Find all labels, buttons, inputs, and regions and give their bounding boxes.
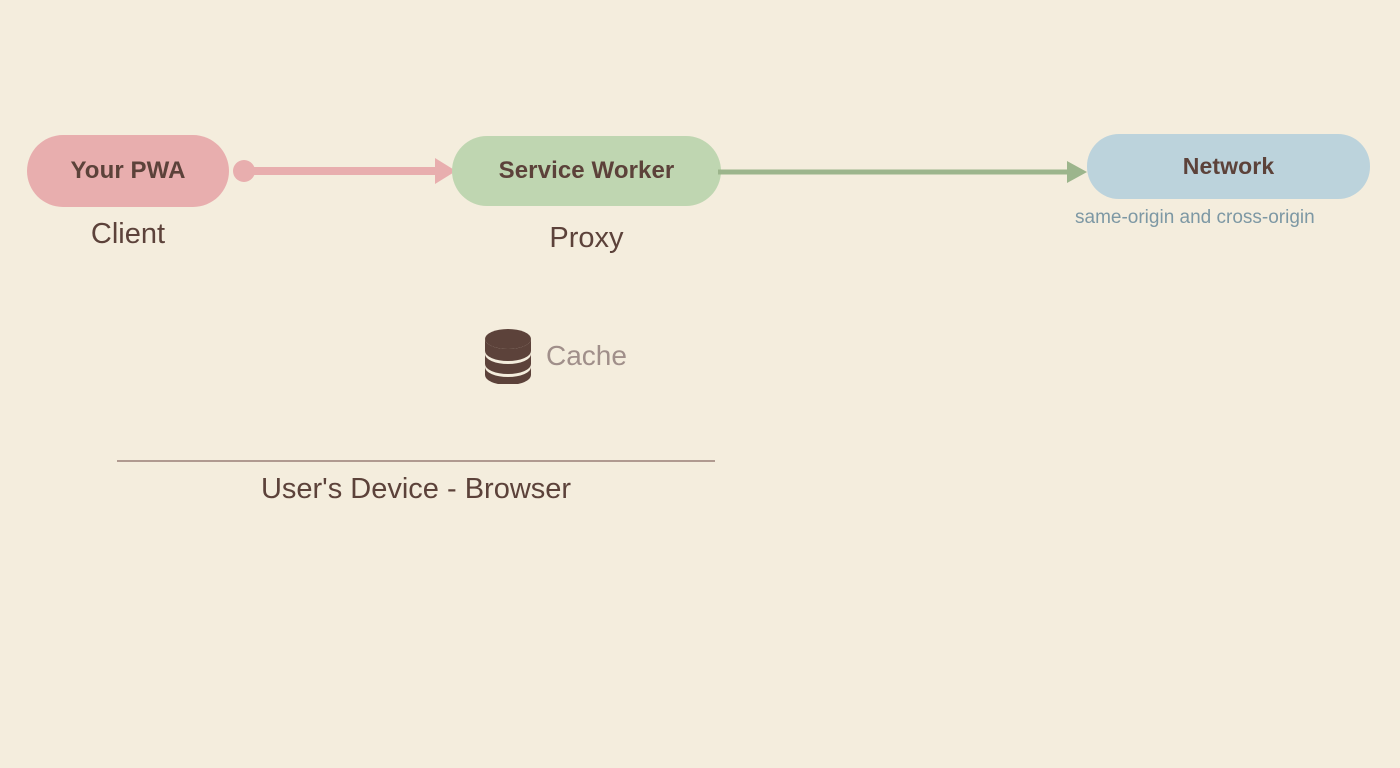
arrow-pwa-to-service-worker <box>233 158 456 184</box>
caption-client: Client <box>90 218 166 250</box>
node-network[interactable]: Network <box>1087 134 1370 199</box>
cache-storage-group[interactable]: Cache <box>484 328 627 384</box>
node-service-worker-label: Service Worker <box>498 157 675 184</box>
node-network-label: Network <box>1182 153 1275 179</box>
node-your-pwa[interactable]: Your PWA <box>27 135 229 207</box>
node-service-worker[interactable]: Service Worker <box>452 136 721 206</box>
database-icon <box>485 329 531 384</box>
arrow-start-dot-icon <box>233 160 255 182</box>
cache-label: Cache <box>546 340 627 371</box>
arrow-service-worker-to-network <box>718 161 1087 183</box>
caption-proxy: Proxy <box>549 222 624 254</box>
device-boundary-line <box>117 460 715 462</box>
device-boundary-label: User's Device - Browser <box>260 473 572 505</box>
node-your-pwa-label: Your PWA <box>70 157 186 184</box>
caption-network-origins: same-origin and cross-origin <box>1075 207 1315 228</box>
arrow-head-icon <box>1067 161 1087 183</box>
arrow-head-icon <box>435 158 456 184</box>
